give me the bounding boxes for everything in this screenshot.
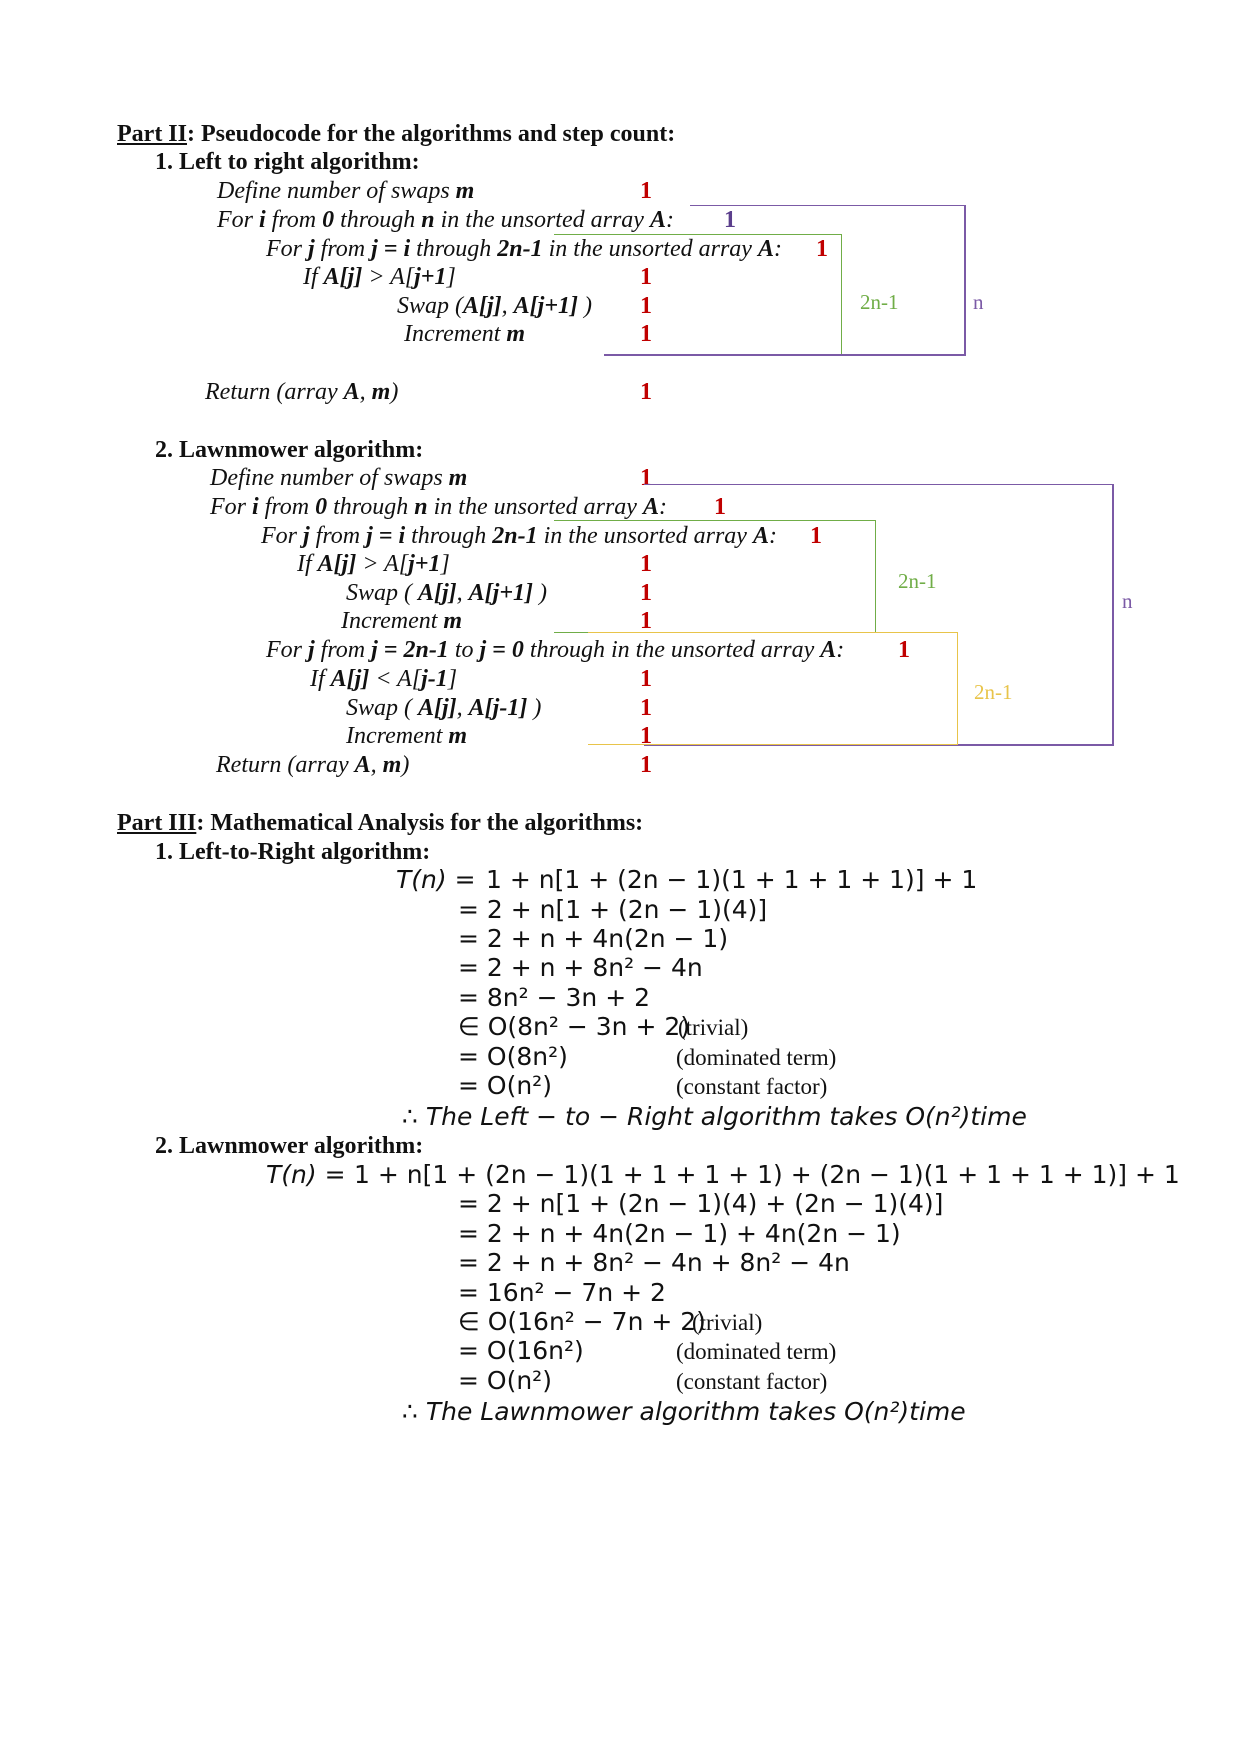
analysis1-heading: 1. Left-to-Right algorithm: — [155, 839, 431, 865]
analysis2-step-7: = O(n²) — [458, 1366, 552, 1395]
alg1-inner-loop-bracket — [554, 234, 842, 354]
analysis1-step-4: = 8n² − 3n + 2 — [458, 983, 651, 1012]
analysis1-conclusion: ∴ The Left − to − Right algorithm takes … — [402, 1102, 1027, 1131]
alg2-inner-loop-bracket — [554, 520, 876, 633]
analysis2-conclusion: ∴ The Lawnmower algorithm takes O(n²)tim… — [402, 1397, 966, 1426]
alg2-count-7: 1 — [640, 666, 652, 692]
analysis1-note-0: (trivial) — [678, 1015, 749, 1040]
alg2-line-7: If A[j] < A[j-1] — [310, 666, 458, 692]
alg2-line-4: Swap ( A[j], A[j+1] ) — [346, 580, 548, 606]
analysis1-note-1: (dominated term) — [676, 1045, 837, 1070]
alg1-line-4: Swap (A[j], A[j+1] ) — [397, 293, 593, 319]
analysis2-heading: 2. Lawnmower algorithm: — [155, 1133, 424, 1159]
alg2-heading: 2. Lawnmower algorithm: — [155, 437, 424, 463]
alg1-line-0: Define number of swaps m — [217, 178, 475, 204]
alg2-line-1: For i from 0 through n in the unsorted a… — [210, 494, 667, 520]
alg1-line-3: If A[j] > A[j+1] — [303, 264, 456, 290]
alg2-second-inner-count-label: 2n-1 — [974, 680, 1013, 704]
alg2-line-6: For j from j = 2n-1 to j = 0 through in … — [266, 637, 845, 663]
analysis2-step-5: ∈ O(16n² − 7n + 2) — [458, 1307, 706, 1336]
analysis1-step-2: = 2 + n + 4n(2n − 1) — [458, 924, 729, 953]
analysis1-step-6: = O(8n²) — [458, 1042, 568, 1071]
analysis2-step-3: = 2 + n + 8n² − 4n + 8n² − 4n — [458, 1248, 850, 1277]
analysis1-step-0: 1 + n[1 + (2n − 1)(1 + 1 + 1 + 1)] + 1 — [486, 865, 978, 894]
analysis2-step-6: = O(16n²) — [458, 1336, 584, 1365]
alg2-count-3: 1 — [640, 551, 652, 577]
alg2-line-5: Increment m — [341, 608, 463, 634]
alg1-outer-count-label: n — [973, 290, 984, 314]
alg2-line-3: If A[j] > A[j+1] — [297, 551, 450, 577]
alg1-outer-loop-baseline — [604, 354, 704, 356]
alg2-count-2: 1 — [810, 523, 822, 549]
part2-title: : Pseudocode for the algorithms and step… — [186, 121, 676, 147]
alg2-inner-count-label: 2n-1 — [898, 569, 937, 593]
analysis2-note-0: (trivial) — [692, 1310, 763, 1335]
alg1-outer-loop-bracket — [690, 205, 966, 356]
part2-label: Part II — [117, 121, 187, 147]
alg1-count-0: 1 — [640, 178, 652, 204]
alg2-count-4: 1 — [640, 580, 652, 606]
alg2-line-10: Return (array A, m) — [216, 752, 410, 778]
alg2-line-2: For j from j = i through 2n-1 in the uns… — [261, 523, 777, 549]
analysis1-step-7: = O(n²) — [458, 1071, 552, 1100]
alg2-line-8: Swap ( A[j], A[j-1] ) — [346, 695, 542, 721]
analysis1-step-3: = 2 + n + 8n² − 4n — [458, 953, 703, 982]
part2-heading: Part II: Pseudocode for the algorithms a… — [117, 122, 675, 146]
alg1-count-2: 1 — [816, 236, 828, 262]
analysis1-step-5: ∈ O(8n² − 3n + 2) — [458, 1012, 691, 1041]
analysis1-note-2: (constant factor) — [676, 1074, 828, 1099]
alg2-count-9: 1 — [640, 723, 652, 749]
alg2-line-9: Increment m — [346, 723, 468, 749]
alg2-second-inner-loop-bracket — [588, 632, 958, 745]
analysis2-step-1: = 2 + n[1 + (2n − 1)(4) + (2n − 1)(4)] — [458, 1189, 944, 1218]
analysis1-lhs: T(n) = — [396, 865, 476, 894]
alg2-outer-count-label: n — [1122, 589, 1133, 613]
part3-heading: Part III: Mathematical Analysis for the … — [117, 811, 643, 835]
alg1-count-6: 1 — [640, 379, 652, 405]
alg2-count-5: 1 — [640, 608, 652, 634]
alg1-count-1: 1 — [724, 207, 736, 233]
analysis2-step-0: 1 + n[1 + (2n − 1)(1 + 1 + 1 + 1) + (2n … — [354, 1160, 1180, 1189]
alg1-heading: 1. Left to right algorithm: — [155, 149, 420, 175]
analysis2-note-1: (dominated term) — [676, 1339, 837, 1364]
analysis2-step-2: = 2 + n + 4n(2n − 1) + 4n(2n − 1) — [458, 1219, 901, 1248]
part3-label: Part III — [117, 810, 197, 836]
alg1-line-5: Increment m — [404, 321, 526, 347]
alg1-line-1: For i from 0 through n in the unsorted a… — [217, 207, 674, 233]
alg1-count-5: 1 — [640, 321, 652, 347]
alg1-count-3: 1 — [640, 264, 652, 290]
alg2-count-8: 1 — [640, 695, 652, 721]
analysis2-lhs: T(n) = — [266, 1160, 346, 1189]
alg2-line-0: Define number of swaps m — [210, 465, 468, 491]
alg2-count-1: 1 — [714, 494, 726, 520]
analysis1-step-1: = 2 + n[1 + (2n − 1)(4)] — [458, 895, 768, 924]
alg2-count-6: 1 — [898, 637, 910, 663]
analysis2-step-4: = 16n² − 7n + 2 — [458, 1278, 666, 1307]
alg2-count-10: 1 — [640, 752, 652, 778]
alg1-count-4: 1 — [640, 293, 652, 319]
part3-title: : Mathematical Analysis for the algorith… — [196, 810, 644, 836]
analysis2-note-2: (constant factor) — [676, 1369, 828, 1394]
alg1-line-6: Return (array A, m) — [205, 379, 399, 405]
alg2-outer-loop-bracket — [644, 484, 1114, 746]
alg1-line-2: For j from j = i through 2n-1 in the uns… — [266, 236, 782, 262]
alg1-inner-count-label: 2n-1 — [860, 290, 899, 314]
